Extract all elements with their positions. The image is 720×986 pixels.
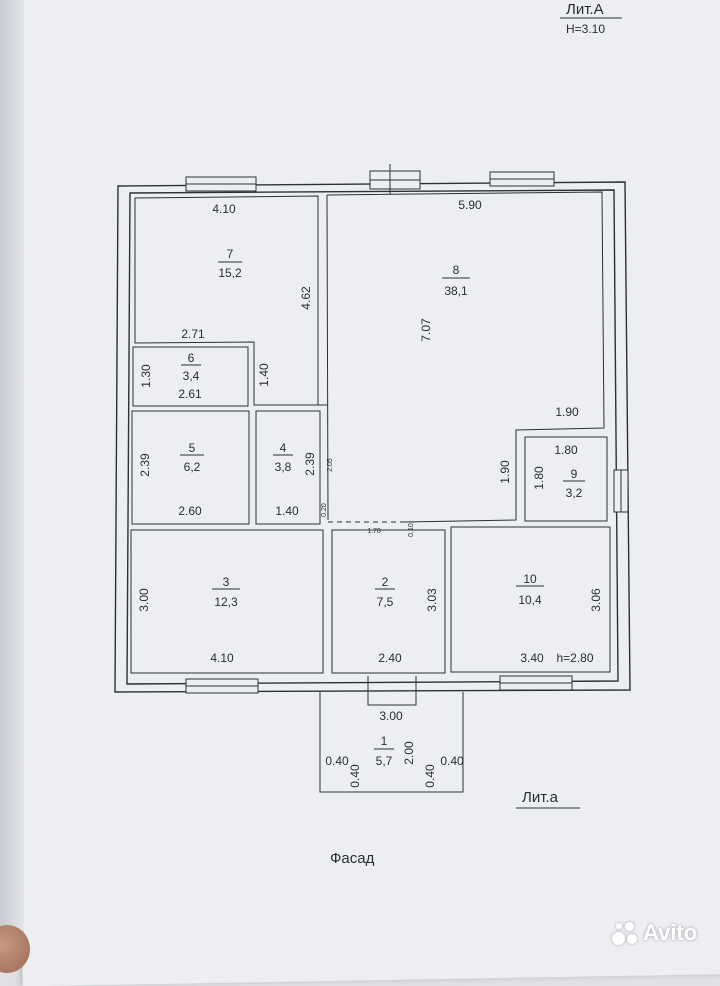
room-7-label: 7 15,2: [218, 247, 242, 280]
svg-text:10,4: 10,4: [518, 593, 542, 607]
dim-r7-top: 4.10: [212, 202, 236, 216]
dim-r9-ext: 1.90: [498, 460, 512, 484]
svg-text:5: 5: [189, 441, 196, 455]
svg-text:3,4: 3,4: [183, 369, 200, 383]
svg-text:2: 2: [382, 575, 389, 589]
dim-r2-right: 3.03: [425, 588, 439, 612]
room-9-label: 9 3,2: [563, 467, 585, 500]
porch-outline: [319, 692, 464, 793]
dim-r5-left: 2.39: [138, 453, 152, 477]
dim-porch-right-2: 0.40: [440, 754, 464, 768]
svg-text:38,1: 38,1: [444, 284, 468, 298]
entrance-door: [367, 676, 417, 706]
outer-wall-outer: [114, 181, 631, 693]
dim-r2-bottom: 2.40: [378, 651, 402, 665]
room-4: [255, 410, 321, 525]
svg-text:3,8: 3,8: [275, 460, 292, 474]
room-8: [326, 191, 605, 523]
dim-r3-left: 3.00: [137, 588, 151, 612]
dim-porch-side: 2.00: [402, 741, 416, 765]
svg-text:7,5: 7,5: [377, 595, 394, 609]
dim-r9-top: 1.80: [554, 443, 578, 457]
dim-porch-left-2: 0.40: [348, 764, 362, 788]
avito-watermark: Avito: [612, 918, 697, 948]
room-3: [130, 529, 324, 674]
room-1-label: 1 5,7: [374, 734, 394, 768]
dim-r8-top: 5.90: [458, 198, 482, 212]
facade-label: Фасад: [330, 850, 375, 867]
room-4-label: 4 3,8: [273, 441, 293, 474]
room-2-label: 2 7,5: [375, 575, 395, 609]
svg-text:6: 6: [188, 351, 195, 365]
svg-text:7: 7: [227, 247, 234, 261]
dim-r6-right: 1.40: [257, 363, 271, 387]
room-5-label: 5 6,2: [180, 441, 204, 474]
avito-brand-text: Avito: [643, 920, 698, 945]
liter-small-label: Лит.а: [522, 789, 559, 806]
dim-r2-gap: 0.10: [408, 523, 415, 537]
dim-porch-right-1: 0.40: [423, 764, 437, 788]
paper-edge: [0, 0, 24, 960]
room-8-label: 8 38,1: [442, 263, 470, 298]
room-6-label: 6 3,4: [181, 351, 201, 383]
room-3-label: 3 12,3: [212, 575, 240, 609]
dim-corridor-width: 2.05: [327, 458, 334, 472]
outer-wall-inner: [126, 189, 619, 685]
dim-r6-bottom: 2.61: [178, 387, 202, 401]
dim-r3-bottom: 4.10: [210, 651, 234, 665]
dim-r4-right: 2.39: [303, 452, 317, 476]
room-2: [331, 529, 446, 674]
svg-text:10: 10: [523, 572, 537, 586]
svg-text:8: 8: [453, 263, 460, 277]
dim-r4-bottom: 1.40: [275, 504, 299, 518]
room-6: [132, 346, 249, 407]
svg-text:15,2: 15,2: [218, 266, 242, 280]
dim-r10-right: 3.06: [589, 588, 603, 612]
svg-text:5,7: 5,7: [376, 754, 393, 768]
dim-r9-left: 1.80: [532, 466, 546, 490]
avito-logo-icon: [612, 920, 638, 946]
dim-r8-bottom: 1.90: [555, 405, 579, 419]
dim-r6-left: 1.30: [139, 364, 153, 388]
room-9: [524, 436, 608, 522]
svg-text:9: 9: [571, 467, 578, 481]
dim-corridor-gap: 0.20: [321, 503, 328, 517]
svg-text:1: 1: [381, 734, 388, 748]
dim-r10-bottom: 3.40: [520, 651, 544, 665]
svg-text:6,2: 6,2: [184, 460, 201, 474]
svg-text:4: 4: [280, 441, 287, 455]
dim-porch-top: 3.00: [379, 709, 403, 723]
floor-plan: Лит.А H=3.10 7 15,2 8 38,1: [114, 1, 631, 867]
room-5: [131, 410, 250, 525]
svg-text:3: 3: [223, 575, 230, 589]
svg-text:3,2: 3,2: [566, 486, 583, 500]
dim-r10-height: h=2.80: [556, 651, 593, 665]
dim-porch-left-1: 0.40: [325, 754, 349, 768]
liter-title: Лит.А: [566, 1, 604, 18]
dim-r5-bottom: 2.60: [178, 504, 202, 518]
room-10-label: 10 10,4: [516, 572, 544, 607]
dim-r7-bottom: 2.71: [181, 327, 205, 341]
dim-r2-dash: 1.78: [367, 528, 381, 535]
dim-r8-right: 7.07: [419, 318, 433, 342]
room-7: [134, 195, 319, 406]
building-height: H=3.10: [566, 22, 605, 36]
room-10: [450, 526, 611, 673]
svg-text:12,3: 12,3: [214, 595, 238, 609]
dim-r7-right: 4.62: [299, 286, 313, 310]
